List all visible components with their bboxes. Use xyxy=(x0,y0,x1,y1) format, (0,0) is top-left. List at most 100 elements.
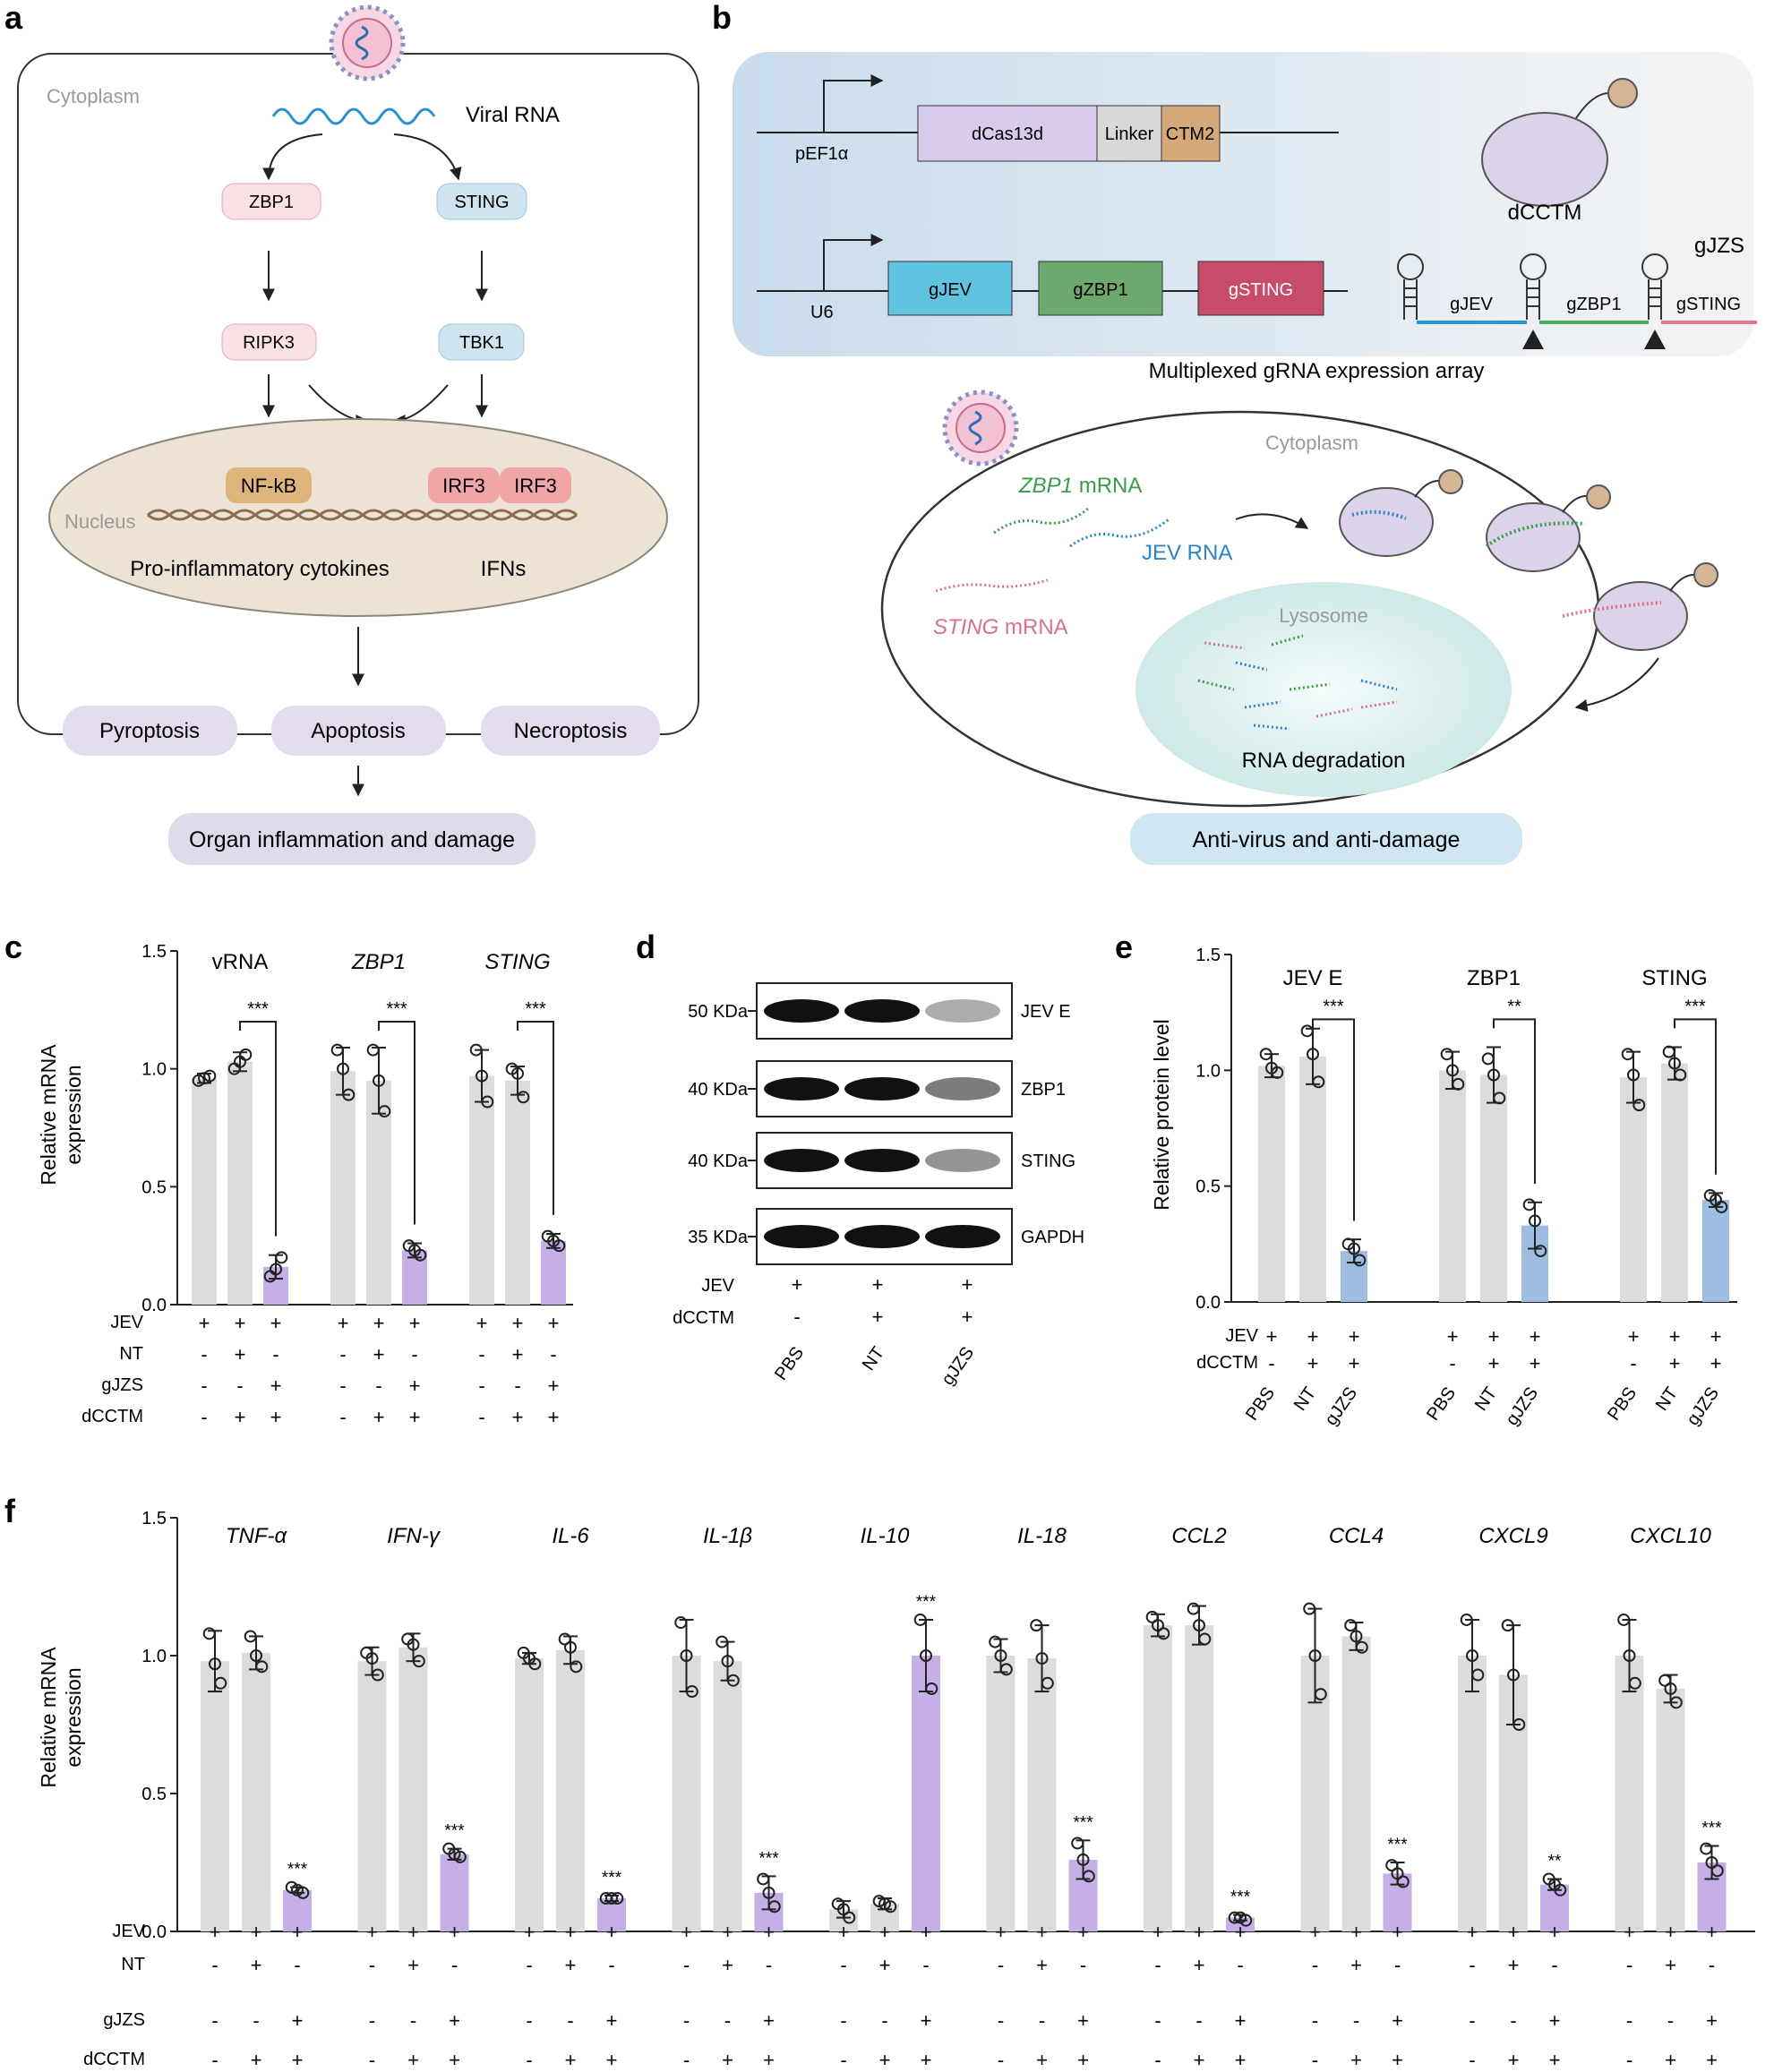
data-point xyxy=(244,1630,257,1643)
bar xyxy=(1620,1077,1647,1302)
array-gjev-label: gJEV xyxy=(1450,295,1493,314)
bar xyxy=(1656,1688,1685,1931)
row-label-dcctm-f: dCCTM xyxy=(83,2050,145,2069)
y-tick-label: 1.5 xyxy=(141,942,167,962)
data-point xyxy=(1710,1864,1724,1878)
condition-mark: + xyxy=(1350,1921,1362,1943)
condition-mark: + xyxy=(1665,1954,1676,1976)
row-label-gjzs-f: gJZS xyxy=(103,2010,145,2030)
organ-label: Organ inflammation and damage xyxy=(189,827,515,852)
nfkb-label: NF-kB xyxy=(241,475,296,497)
lane-label: NT xyxy=(859,1343,888,1374)
bar xyxy=(672,1656,701,1931)
condition-mark: - xyxy=(369,2049,375,2071)
virus-icon xyxy=(329,4,406,81)
arrow xyxy=(308,384,369,427)
condition-mark: + xyxy=(681,1921,692,1943)
data-point xyxy=(878,1897,891,1911)
condition-mark: - xyxy=(1394,1954,1401,1976)
zbp1-node xyxy=(221,183,321,220)
gzbp1-box xyxy=(1038,261,1163,316)
condition-mark: - xyxy=(998,2009,1004,2032)
data-point xyxy=(481,1095,494,1109)
condition-mark: + xyxy=(449,2049,460,2071)
y-tick-label: 0.0 xyxy=(141,1922,167,1942)
lysosome-label: Lysosome xyxy=(1279,604,1367,627)
nfkb-node xyxy=(226,467,312,503)
ripk3-label: RIPK3 xyxy=(243,333,295,353)
bar xyxy=(330,1071,356,1305)
rna-fragments-icon xyxy=(1197,634,1398,731)
panel-f-chart: 0.00.51.01.5TNF-α+---++-++-++***IFN-γ+--… xyxy=(141,1509,1755,2071)
data-point xyxy=(371,1668,384,1682)
data-point xyxy=(337,1062,349,1075)
bar xyxy=(1299,1056,1326,1302)
condition-mark: - xyxy=(1510,2009,1516,2032)
condition-mark: + xyxy=(512,1312,524,1334)
bar xyxy=(1341,1636,1371,1931)
condition-mark: + xyxy=(1350,2049,1362,2071)
data-point xyxy=(1076,1853,1090,1866)
panel-label-e: e xyxy=(1115,929,1133,965)
panel-label-c: c xyxy=(4,929,22,965)
rna-degradation-label: RNA degradation xyxy=(1242,749,1406,773)
data-point xyxy=(1529,1214,1541,1228)
condition-mark: + xyxy=(1350,1954,1362,1976)
data-point xyxy=(1522,1198,1536,1212)
condition-mark: - xyxy=(683,1954,690,1976)
bar xyxy=(1480,1075,1507,1302)
data-point xyxy=(291,1883,304,1896)
sig-label: *** xyxy=(1684,997,1706,1016)
condition-mark: - xyxy=(1312,2009,1318,2032)
condition-mark: + xyxy=(606,2009,618,2032)
bar xyxy=(505,1080,530,1305)
condition-mark: + xyxy=(548,1374,560,1397)
data-point xyxy=(757,1872,770,1886)
data-point xyxy=(1493,1092,1506,1105)
arrow xyxy=(1574,657,1659,712)
linker-label: Linker xyxy=(1105,124,1154,144)
protein-band xyxy=(925,999,1000,1023)
condition-mark: - xyxy=(683,2049,690,2071)
condition-mark: - xyxy=(840,1954,846,1976)
data-point xyxy=(239,1048,253,1061)
virus-icon xyxy=(942,390,1019,467)
panel-e-ylabel: Relative protein level xyxy=(1150,1019,1173,1211)
gsting-box-label: gSTING xyxy=(1229,280,1293,300)
data-point xyxy=(192,1074,205,1087)
data-point xyxy=(330,1043,344,1057)
data-point xyxy=(1350,1630,1363,1643)
data-point xyxy=(837,1903,850,1916)
group-title: vRNA xyxy=(212,950,269,974)
promoter-u6: U6 xyxy=(810,303,834,322)
sting-label: STING xyxy=(454,193,509,212)
condition-mark: + xyxy=(565,2049,577,2071)
lane-label: gJZS xyxy=(1683,1383,1723,1429)
condition-mark: - xyxy=(1469,2009,1475,2032)
condition-mark: + xyxy=(763,2049,775,2071)
condition-mark: + xyxy=(1710,1325,1722,1348)
condition-mark: + xyxy=(292,2009,304,2032)
zbp1-suffix: mRNA xyxy=(1073,474,1142,498)
condition-mark: - xyxy=(201,1406,207,1428)
condition-mark: + xyxy=(1194,2049,1205,2071)
data-point xyxy=(1466,1649,1478,1662)
data-point xyxy=(1710,1194,1722,1207)
irf3-label-2: IRF3 xyxy=(514,475,557,497)
data-point xyxy=(342,1088,356,1101)
y-tick-label: 1.0 xyxy=(141,1647,167,1666)
data-point xyxy=(1308,1649,1322,1662)
sig-label: *** xyxy=(386,999,407,1019)
necroptosis-node xyxy=(481,706,660,756)
data-point xyxy=(1621,1048,1634,1061)
condition-mark: + xyxy=(1549,2009,1561,2032)
gjev-box xyxy=(887,261,1013,316)
antivirus-node xyxy=(1130,813,1522,865)
sting-mrna-strand xyxy=(935,578,1049,593)
condition-mark: + xyxy=(373,1312,385,1334)
lane-label: gJZS xyxy=(938,1343,978,1389)
data-point xyxy=(1082,1870,1095,1883)
condition-mark: + xyxy=(1266,1325,1278,1348)
